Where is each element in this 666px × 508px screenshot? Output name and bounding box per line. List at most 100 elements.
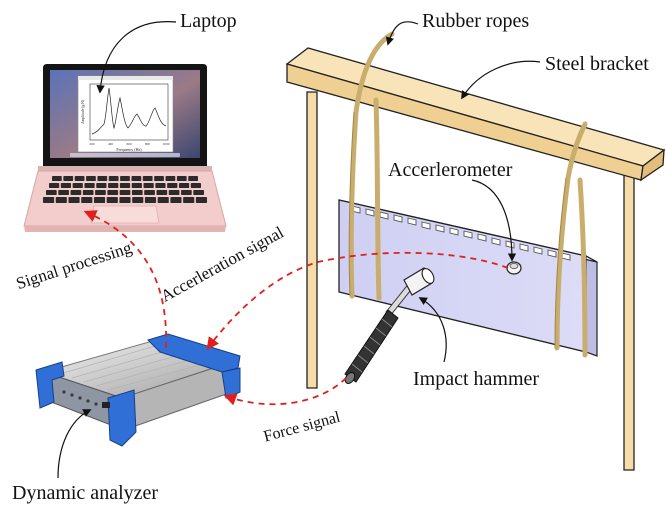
keyboard-key — [49, 183, 60, 188]
laptop-callout — [96, 21, 177, 94]
rope-right — [554, 121, 588, 351]
keyboard-key — [63, 176, 74, 181]
keyboard-key — [96, 183, 107, 188]
screen-plot-window: 200 400 600 800 1000 Frequency (Hz) Amplitud… — [77, 75, 174, 153]
keyboard-key — [176, 176, 187, 181]
keyboard-key — [154, 176, 164, 181]
screen-plot-xlabel: Frequency (Hz) — [116, 147, 142, 152]
keyboard-key — [106, 197, 118, 203]
keyboard-key — [74, 176, 85, 181]
keyboard-key — [108, 183, 119, 188]
keyboard-key — [131, 176, 142, 181]
laptop: 200 400 600 800 1000 Frequency (Hz) Amplitud… — [23, 64, 227, 232]
laptop-trackpad — [90, 205, 160, 224]
label-laptop: Laptop — [180, 10, 237, 32]
force-signal-arrow — [223, 377, 347, 406]
keyboard-key — [43, 197, 55, 203]
keyboard-key — [181, 190, 192, 195]
screen-x-tick-label: 1000 — [163, 142, 170, 146]
keyboard-key — [195, 197, 207, 203]
keyboard-key — [95, 190, 106, 195]
keyboard-key — [188, 176, 198, 181]
signal-processing-arrow — [83, 210, 168, 349]
analyzer-connectors — [62, 390, 110, 408]
accelerometer-sensor — [506, 261, 522, 275]
keyboard-key — [143, 183, 154, 188]
screen-spectrum-curve — [91, 87, 167, 135]
keyboard-key — [170, 197, 182, 203]
keyboard-key — [120, 176, 130, 181]
rubber-ropes — [348, 31, 588, 358]
panel-cells — [351, 205, 571, 261]
keyboard-key — [86, 176, 96, 181]
keyboard-key — [165, 176, 176, 181]
label-dynamic-analyzer: Dynamic analyzer — [12, 482, 159, 504]
callout-arrows — [57, 21, 541, 479]
keyboard-key — [84, 183, 95, 188]
keyboard-key — [157, 197, 169, 203]
label-rubber-ropes: Rubber ropes — [422, 10, 530, 32]
keyboard-key — [52, 176, 62, 181]
label-accelerometer: Accerlerometer — [388, 159, 513, 181]
keyboard-key — [97, 176, 108, 181]
screen-ticks: 200 400 600 800 1000 — [89, 142, 169, 146]
keyboard-key — [82, 190, 94, 195]
keyboard-key — [183, 197, 195, 203]
keyboard-key — [119, 183, 131, 188]
screen-plot-ylabel: Amplitude (g/N) — [81, 99, 85, 124]
keyboard-key — [55, 197, 67, 203]
rope-callout — [385, 21, 419, 46]
screen-curve-layer — [91, 87, 167, 135]
keyboard-key — [68, 197, 80, 203]
laptop-hinge — [38, 166, 212, 171]
rope-right-back — [577, 177, 588, 358]
keyboard-key — [70, 190, 82, 195]
keyboard-key — [107, 190, 119, 195]
screen-x-tick-label: 800 — [145, 142, 150, 146]
keyboard-key — [60, 183, 72, 188]
keyboard-key — [168, 190, 180, 195]
bracket-right-leg — [623, 171, 635, 471]
analyzer-callout — [57, 409, 92, 479]
keyboard-key — [72, 183, 83, 188]
keyboard-key — [132, 197, 144, 203]
keyboard-key — [131, 183, 142, 188]
screen-x-tick-label: 600 — [126, 142, 131, 146]
bracket-beam-end — [640, 148, 665, 182]
analyzer-bumper-left — [35, 361, 65, 409]
impact-hammer — [344, 267, 435, 384]
laptop-keyboard — [43, 176, 207, 203]
rope-left — [348, 31, 395, 299]
analyzer-bumper-bottom-right — [221, 367, 241, 399]
keyboard-key — [119, 190, 131, 195]
keyboard-key — [93, 197, 106, 203]
laptop-base-edge — [24, 226, 226, 232]
keyboard-key — [131, 190, 143, 195]
hammer-grip — [344, 309, 399, 383]
screen-dock — [70, 153, 180, 157]
panel-side — [585, 254, 598, 357]
keyboard-key — [46, 190, 57, 195]
rope-left-back — [373, 97, 382, 301]
keyboard-key — [81, 197, 93, 203]
label-steel-bracket: Steel bracket — [545, 53, 649, 75]
screen-x-tick-label: 400 — [108, 142, 113, 146]
keyboard-key — [119, 197, 131, 203]
bracket-callout — [461, 60, 541, 100]
keyboard-key — [144, 197, 157, 203]
steel-bracket-frame — [285, 47, 666, 471]
hammer-callout — [418, 297, 447, 363]
keyboard-key — [156, 190, 168, 195]
keyboard-key — [167, 183, 178, 188]
keyboard-key — [58, 190, 69, 195]
screen-plot-axes — [89, 83, 169, 141]
screen-x-tick-label: 200 — [89, 142, 94, 146]
keyboard-key — [193, 190, 204, 195]
keyboard-key — [144, 190, 155, 195]
keyboard-key — [108, 176, 119, 181]
acceleration-signal-arrow — [206, 251, 509, 351]
label-impact-hammer: Impact hammer — [413, 368, 540, 390]
keyboard-key — [178, 183, 190, 188]
keyboard-key — [190, 183, 201, 188]
